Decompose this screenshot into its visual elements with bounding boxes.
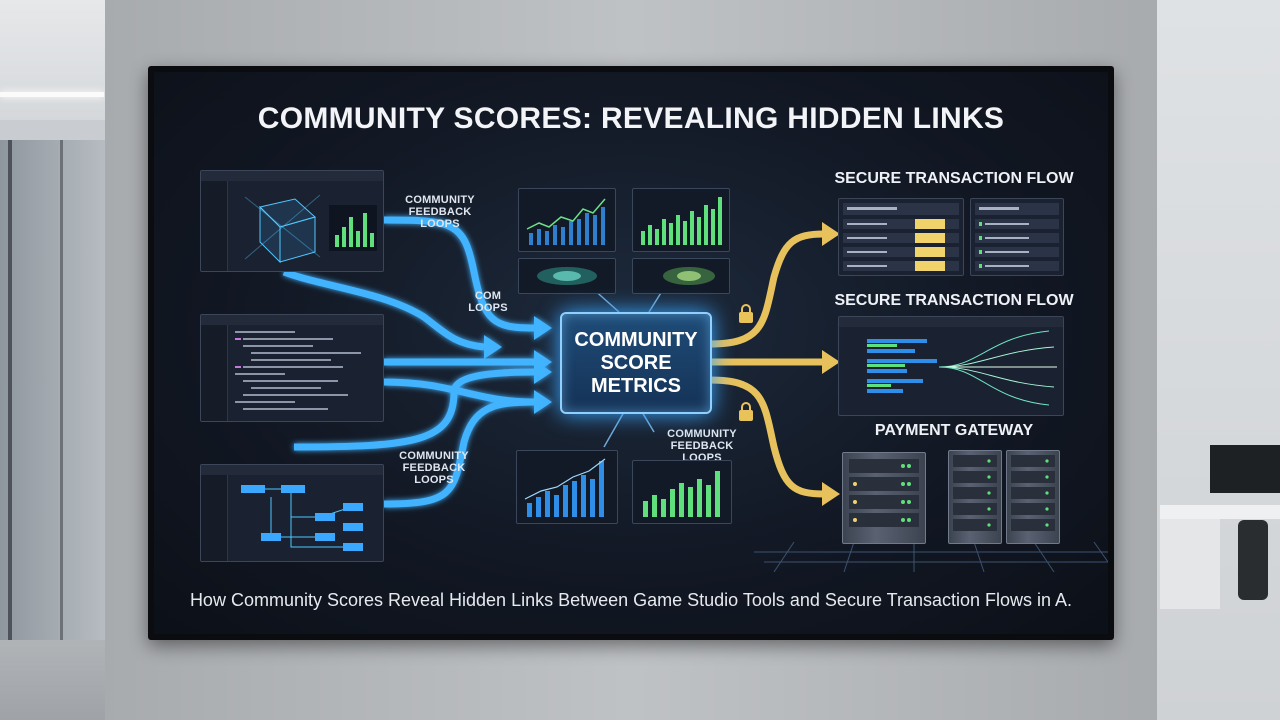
glass-wall — [0, 140, 108, 640]
chart-panel-bottom-right — [632, 460, 732, 524]
gold-flow-arrows — [709, 230, 825, 498]
server-rack-icon — [948, 450, 1002, 544]
bar-chart — [643, 471, 720, 517]
scatter-plot — [537, 267, 597, 285]
flow-arrow-to-gateway — [709, 376, 825, 498]
flow-label-feedback-bottom: COMMUNITY FEEDBACK LOOPS — [399, 450, 469, 486]
section-title-gateway: PAYMENT GATEWAY — [874, 422, 1034, 439]
bar-chart — [524, 458, 606, 517]
node-graph-icon — [241, 485, 363, 551]
desk-drawer — [1160, 519, 1220, 609]
flow-visualization — [867, 330, 1057, 406]
diagram-title: COMMUNITY SCORES: REVEALING HIDDEN LINKS — [257, 102, 1005, 135]
desk — [1160, 505, 1280, 519]
scatter-panel-left — [518, 258, 616, 294]
flow-label-feedback-top: COMMUNITY FEEDBACK LOOPS — [405, 194, 475, 230]
lock-icon — [739, 402, 753, 421]
wireframe-cube-icon — [244, 194, 321, 264]
ceiling-light — [0, 92, 104, 97]
flow-label-feedback-center: COMMUNITY FEEDBACK LOOPS — [667, 428, 737, 464]
bar-chart — [641, 197, 722, 245]
server-rack-icon — [1006, 450, 1060, 544]
chart-panel-top-left — [518, 188, 616, 252]
section-title-transactions: SECURE TRANSACTION FLOW — [834, 170, 1074, 187]
flow-arrow-top — [383, 216, 535, 332]
tool-panel-3d-editor — [200, 170, 384, 272]
flow-label-com-loops: COM LOOPS — [468, 290, 508, 314]
mini-bar-chart — [329, 205, 377, 251]
office-chair — [1238, 520, 1268, 600]
transaction-table-right — [970, 198, 1064, 276]
line-bar-chart — [526, 198, 606, 245]
scatter-panel-right — [632, 258, 730, 294]
transaction-flow-panel — [838, 316, 1064, 416]
tool-panel-code-editor — [200, 314, 384, 422]
tool-panel-node-graph — [200, 464, 384, 562]
chart-panel-bottom-left — [516, 450, 618, 524]
flow-arrow-bottom-a — [293, 368, 535, 451]
flow-arrow-to-transactions — [709, 230, 825, 348]
gold-arrowheads — [822, 222, 840, 506]
blue-arrowheads — [484, 316, 552, 414]
transaction-rows — [975, 203, 1059, 271]
adjacent-office — [1157, 0, 1280, 720]
desk-monitor — [1210, 445, 1280, 493]
community-score-hub: COMMUNITY SCORE METRICS — [560, 312, 712, 414]
section-title-flow: SECURE TRANSACTION FLOW — [834, 292, 1074, 309]
flow-arrows — [282, 216, 840, 508]
flow-arrow-upper — [282, 268, 485, 351]
grid-floor — [754, 541, 1108, 572]
scatter-plot — [663, 267, 715, 285]
wall-display: COMMUNITY SCORES: REVEALING HIDDEN LINKS — [148, 66, 1114, 640]
flow-arrow-bottom-b — [383, 398, 535, 508]
blue-flow-arrows — [282, 216, 535, 508]
diagram-screen: COMMUNITY SCORES: REVEALING HIDDEN LINKS — [154, 72, 1108, 634]
diagram-caption: How Community Scores Reveal Hidden Links… — [189, 590, 1073, 610]
lock-icon — [739, 304, 753, 323]
code-lines — [235, 331, 361, 410]
transaction-table-left — [838, 198, 964, 276]
server-rack-icon — [842, 452, 926, 544]
transaction-rows — [843, 203, 959, 271]
chart-panel-top-right — [632, 188, 730, 252]
